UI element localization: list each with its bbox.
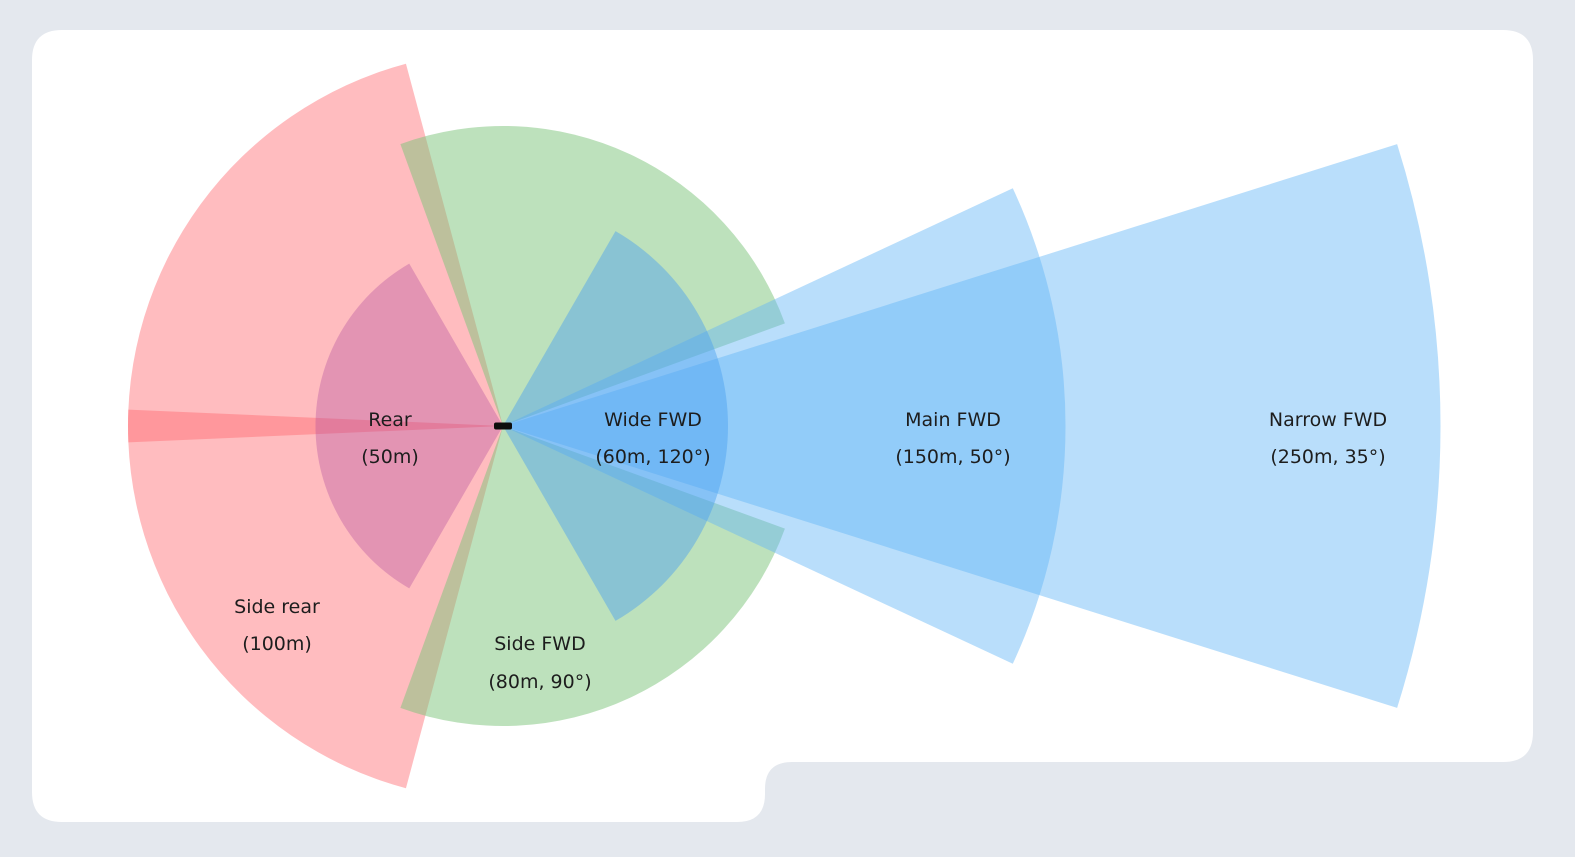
side-fwd-detail: (80m, 90°) [488, 671, 591, 693]
rear-label: Rear [368, 409, 412, 431]
wide-fwd-sector [503, 231, 728, 621]
wide-fwd-detail: (60m, 120°) [595, 446, 710, 468]
narrow-fwd-detail: (250m, 35°) [1270, 446, 1385, 468]
narrow-fwd-label: Narrow FWD [1269, 409, 1387, 431]
sensor-sectors [128, 63, 1441, 789]
side-rear-label: Side rear [234, 596, 320, 618]
rear-sector [315, 263, 503, 589]
narrow-fwd-sector [503, 144, 1441, 708]
card-background [32, 30, 1533, 822]
side-fwd-lower-sector [400, 426, 785, 726]
main-fwd-detail: (150m, 50°) [895, 446, 1010, 468]
rear-detail: (50m) [361, 446, 419, 468]
main-fwd-label: Main FWD [905, 409, 1001, 431]
side-fwd-upper-sector [400, 125, 785, 426]
main-fwd-sector [503, 188, 1066, 664]
vehicle-icon [494, 422, 512, 430]
side-rear-detail: (100m) [242, 633, 312, 655]
side-fwd-label: Side FWD [494, 633, 585, 655]
wide-fwd-label: Wide FWD [604, 409, 702, 431]
